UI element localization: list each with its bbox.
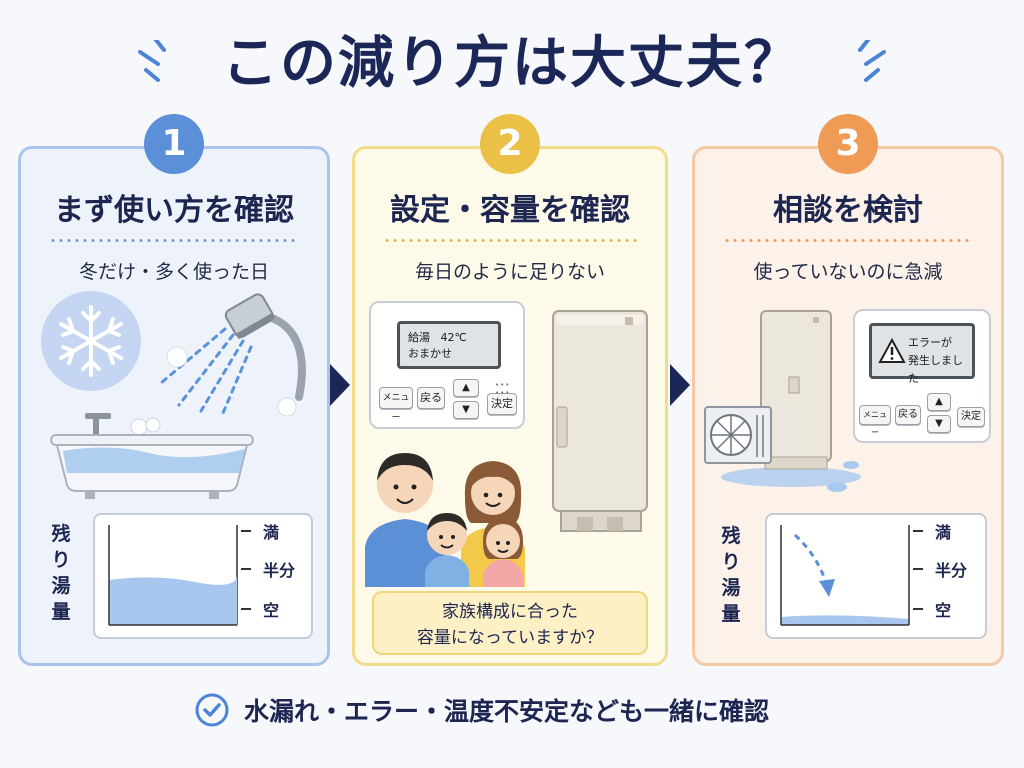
menu-button[interactable]: メニュー: [379, 387, 413, 423]
bathtub-icon: [50, 413, 254, 499]
divider: [723, 239, 973, 242]
shower-icon: [159, 293, 306, 417]
next-arrow-icon: [330, 364, 350, 406]
error-line-2: 発生しました: [908, 354, 963, 385]
water-fill: [109, 576, 237, 625]
water-heater-icon: [552, 310, 648, 532]
enter-button[interactable]: 決定: [487, 393, 517, 415]
remote-controller: 給湯 42℃ おまかせ メニュー 戻る ▲ ▼ 決定 ••••••: [369, 301, 525, 429]
level-half: 半分: [263, 561, 296, 580]
back-button[interactable]: 戻る: [895, 405, 921, 425]
sharp-drop-arrow: [793, 533, 829, 586]
down-button[interactable]: ▼: [453, 401, 479, 419]
level-full: 満: [935, 523, 952, 542]
speaker-grille-icon: ••••••: [495, 381, 511, 397]
down-button[interactable]: ▼: [927, 415, 951, 433]
level-full: 満: [263, 523, 280, 542]
next-arrow-icon: [670, 364, 690, 406]
error-screen: エラーが 発生しました: [869, 323, 975, 385]
water-level-gauge: 満 半分 空: [765, 513, 987, 639]
step-number-badge-2: 2: [480, 114, 540, 174]
back-button[interactable]: 戻る: [417, 387, 445, 409]
step-subtitle: 毎日のように足りない: [414, 261, 605, 283]
mode-text: おまかせ: [408, 347, 452, 360]
check-circle-icon: [195, 693, 229, 727]
footer-note: 水漏れ・エラー・温度不安定なども一緒に確認: [194, 690, 769, 730]
up-button[interactable]: ▲: [927, 393, 951, 411]
step-subtitle: 使っていないのに急減: [753, 261, 943, 283]
step-card-2: 設定・容量を確認 毎日のように足りない 給湯 42℃ おまかせ メニュー 戻る …: [352, 146, 668, 666]
leaking-heater-icon: [704, 310, 861, 492]
gauge-label: 残り湯量: [721, 525, 741, 625]
note-line-2: 容量になっていますか？: [416, 628, 604, 648]
enter-button[interactable]: 決定: [957, 407, 985, 427]
water-fill: [781, 615, 909, 625]
gauge-label: 残り湯量: [51, 523, 71, 623]
level-empty: 空: [263, 601, 280, 620]
step-title: 相談を検討: [773, 193, 923, 228]
up-button[interactable]: ▲: [453, 379, 479, 397]
spark-right-icon: [858, 40, 886, 82]
capacity-note: 家族構成に合った 容量になっていますか？: [372, 591, 648, 655]
divider: [49, 239, 299, 242]
note-line-1: 家族構成に合った: [442, 602, 578, 622]
temp-label: 給湯: [408, 331, 430, 344]
temp-value: 42℃: [440, 331, 467, 344]
snowflake-icon: [41, 291, 141, 391]
error-line-1: エラーが: [908, 336, 952, 349]
step-number-badge-1: 1: [144, 114, 204, 174]
divider: [383, 239, 637, 242]
menu-button[interactable]: メニュー: [859, 405, 891, 437]
footer-text: 水漏れ・エラー・温度不安定なども一緒に確認: [244, 697, 770, 726]
family-illustration: [365, 453, 525, 587]
remote-screen: 給湯 42℃ おまかせ: [397, 321, 501, 369]
warning-icon: [878, 338, 906, 363]
step-card-1: まず使い方を確認 冬だけ・多く使った日: [18, 146, 330, 666]
step-card-3: 相談を検討 使っていないのに急減 エラーが 発生しました: [692, 146, 1004, 666]
step-title: 設定・容量を確認: [390, 193, 630, 228]
water-level-gauge: 満 半分 空: [93, 513, 313, 639]
error-remote-controller: エラーが 発生しました メニュー 戻る ▲ ▼ 決定: [853, 309, 991, 443]
step-title: まず使い方を確認: [54, 193, 294, 228]
level-empty: 空: [935, 601, 952, 620]
spark-left-icon: [138, 40, 166, 82]
step-number-badge-3: 3: [818, 114, 878, 174]
page-title: この減り方は大丈夫？: [222, 31, 802, 96]
level-half: 半分: [935, 561, 968, 580]
step-subtitle: 冬だけ・多く使った日: [78, 261, 269, 283]
